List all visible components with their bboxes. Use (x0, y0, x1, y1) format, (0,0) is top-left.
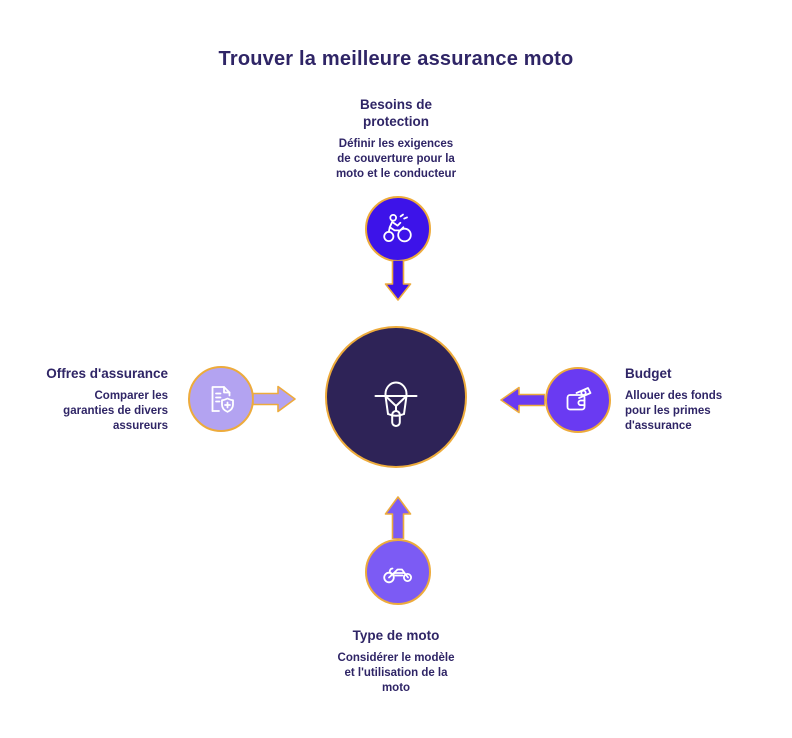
node-right-description: Allouer des fonds pour les primes d'assu… (625, 390, 723, 432)
node-top-circle (365, 196, 431, 262)
node-top-description: Définir les exigences de couverture pour… (335, 138, 457, 180)
node-bottom-circle (365, 539, 431, 605)
node-left-circle (188, 366, 254, 432)
arrow-left-to-center (253, 385, 296, 413)
arrow-right-to-center (500, 386, 545, 414)
node-left-heading: Offres d'assurance (46, 366, 168, 381)
node-top-text: Besoins de protection Définir les exigen… (296, 96, 496, 182)
node-right-circle (545, 367, 611, 433)
motocross-rider-icon (383, 213, 412, 243)
node-left-description: Comparer les garanties de divers assureu… (63, 390, 168, 432)
node-right-text: Budget Allouer des fonds pour les primes… (625, 365, 775, 434)
motorcycle-side-icon (383, 567, 412, 584)
node-left-text: Offres d'assurance Comparer les garantie… (22, 365, 168, 434)
wallet-money-icon (566, 387, 592, 411)
node-right-heading: Budget (625, 366, 672, 381)
node-bottom-heading: Type de moto (352, 628, 440, 643)
node-top-heading: Besoins de protection (359, 97, 433, 129)
motorcycle-front-icon (374, 381, 418, 427)
node-bottom-description: Considérer le modèle et l'utilisation de… (337, 652, 455, 694)
center-hub-circle (325, 326, 467, 468)
node-bottom-text: Type de moto Considérer le modèle et l'u… (296, 627, 496, 696)
document-shield-plus-icon (211, 386, 234, 413)
arrow-bottom-to-center (384, 496, 412, 539)
arrow-top-to-center (384, 260, 412, 301)
page-title: Trouver la meilleure assurance moto (218, 48, 574, 70)
